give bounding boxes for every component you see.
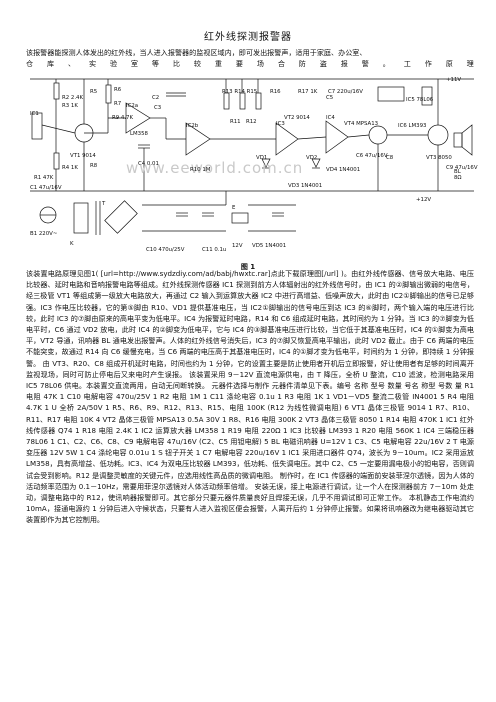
component-label: VT3 8050 (426, 155, 452, 161)
component-label: LM358 (130, 131, 149, 137)
intro-word: 比 (172, 59, 180, 69)
component-label: R16 (270, 89, 281, 95)
component-label: R3 1K (62, 103, 78, 109)
component-label: R4 1K (62, 165, 78, 171)
intro-word: 、 (67, 59, 76, 69)
intro-word: 等 (151, 59, 159, 69)
body-paragraph: 该装置电路原理见图1( [url=http://www.sydzdiy.com/… (26, 269, 474, 525)
intro-word: 重 (214, 59, 222, 69)
component-label: R8 (90, 163, 98, 169)
component-label: VT4 MPSA13 (344, 121, 378, 127)
component-label: C2 (152, 95, 159, 101)
component-label: VT2 9014 (284, 115, 310, 121)
component-label: VD5 1N4001 (252, 243, 286, 249)
component-label: C4 0.01 (138, 161, 159, 167)
component-label: IC4 (326, 115, 335, 121)
intro-word: 。 (382, 59, 390, 69)
component-label: +11V (446, 77, 461, 83)
component-label: C1 47u/16V (30, 185, 62, 191)
intro-word: 作 (424, 59, 432, 69)
intro-word: 较 (193, 59, 201, 69)
component-label: R13 R14 R15 (222, 89, 257, 95)
intro-word: 合 (277, 59, 285, 69)
component-label: VD3 1N4001 (288, 183, 322, 189)
component-label: R2 2.4K (62, 95, 83, 101)
component-label: R6 (114, 87, 122, 93)
intro-word: 原 (445, 59, 453, 69)
intro-word: 验 (109, 59, 118, 69)
intro-word: 警 (361, 59, 369, 69)
component-label: R7 (114, 101, 121, 107)
intro-paragraph: 该报警器能探测人体发出的红外线，当人进入报警器的监视区域内，即可发出报警声，适用… (26, 47, 474, 69)
intro-word: 工 (403, 59, 411, 69)
component-label: IC2a (126, 103, 138, 109)
component-label: C5 (326, 95, 333, 101)
intro-word: 防 (298, 59, 306, 69)
component-label: C3 (154, 105, 161, 111)
component-label: +12V (416, 197, 431, 203)
intro-word: 仓 (26, 59, 34, 69)
component-label: VD2 (306, 155, 317, 161)
component-label: IC2b (186, 123, 199, 129)
intro-word: 实 (88, 59, 97, 69)
intro-word: 库 (46, 59, 55, 69)
component-label: C11 0.1u (202, 247, 226, 253)
component-label: VT1 9014 (70, 153, 96, 159)
component-label: C6 47u/16V (356, 153, 388, 159)
component-label: T (101, 201, 106, 207)
component-label: R1 47K (34, 175, 54, 181)
intro-word: 室 (130, 59, 139, 69)
intro-word: 报 (340, 59, 348, 69)
component-label: R5 (90, 89, 97, 95)
component-label: B1 220V~ (30, 231, 57, 237)
intro-word: 盗 (319, 59, 327, 69)
component-label: E (232, 205, 236, 211)
circuit-diagram: www.eeworld.com.cn R1 47K C1 47u/16V R2 2.… (26, 73, 478, 263)
component-label: BL (454, 169, 461, 175)
component-label: IC3 (276, 121, 285, 127)
component-label: R11 (230, 119, 241, 125)
component-label: IC1 (30, 111, 39, 117)
circuit-schematic: www.eeworld.com.cn R1 47K C1 47u/16V R2 2.… (30, 77, 478, 253)
figure-caption: 图 1 (240, 263, 256, 271)
watermark-text: www.eeworld.com.cn (126, 159, 303, 177)
intro-word: 场 (256, 59, 264, 69)
component-label: R10 1M (190, 167, 211, 173)
component-label: K (70, 241, 74, 247)
page-title: 红外线探测报警器 (204, 32, 292, 43)
component-label: VD1 (256, 155, 267, 161)
component-label: C9 47u/16V (446, 165, 478, 171)
component-label: C10 470u/25V (146, 247, 185, 253)
component-label: R17 1K (298, 89, 318, 95)
component-label: C8 (386, 155, 394, 161)
component-label: VD4 1N4001 (326, 167, 360, 173)
component-label: R9 4.7K (112, 115, 133, 121)
component-label: IC5 78L06 (406, 97, 434, 103)
component-label: IC6 LM393 (398, 123, 426, 129)
component-label: 12V (232, 243, 243, 249)
component-label: 8Ω (454, 175, 462, 181)
component-label: C7 220u/16V (328, 89, 363, 95)
intro-line-2: 仓 库 、 实 验 室 等 比 较 重 要 场 合 防 盗 报 警 。 工 作 原 理 (26, 58, 474, 69)
component-label: R12 (246, 119, 257, 125)
intro-word: 要 (235, 59, 243, 69)
intro-word: 理 (466, 59, 474, 69)
intro-line-1: 该报警器能探测人体发出的红外线，当人进入报警器的监视区域内，即可发出报警声，适用… (26, 48, 367, 57)
